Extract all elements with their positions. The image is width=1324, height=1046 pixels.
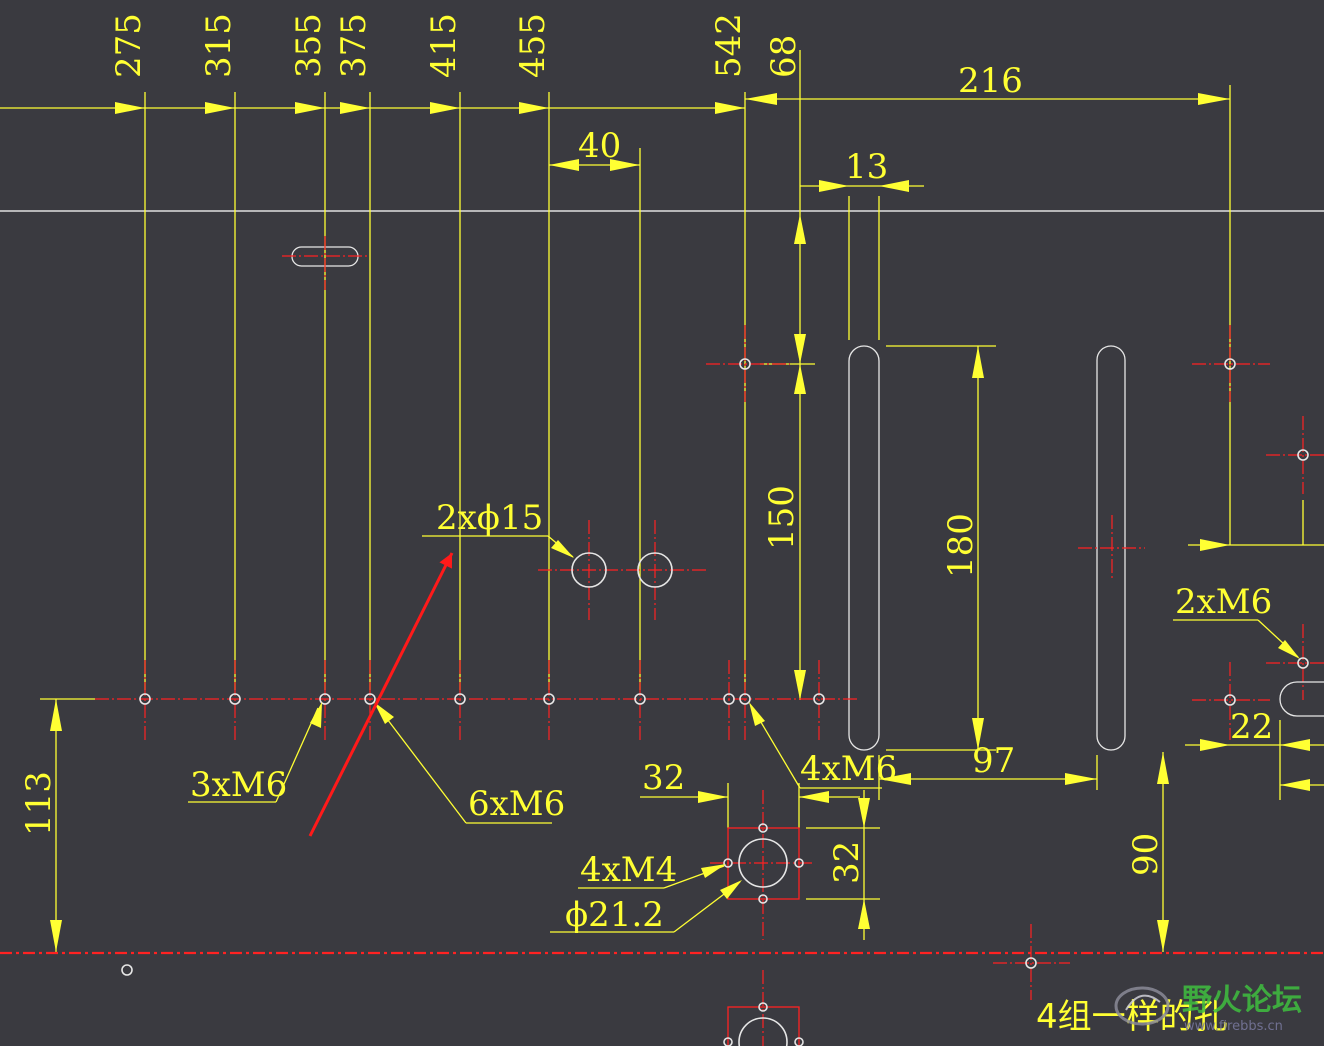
dim-32-vertical: 32 — [827, 841, 867, 884]
callout-4xm4-label: 4xM4 — [580, 850, 677, 890]
m6-hole-row — [139, 660, 825, 740]
right-mid-hole — [1266, 416, 1324, 494]
callout-4x-m4: 4xM4 — [578, 850, 726, 890]
dim-90-label: 90 — [1126, 833, 1166, 876]
callout-6xm6-label: 6xM6 — [468, 784, 565, 824]
dim-355: 355 — [289, 13, 329, 78]
dim-275: 275 — [109, 13, 149, 78]
dim-113: 113 — [19, 698, 95, 952]
dim-13: 13 — [800, 147, 924, 340]
dim-150: 150 — [760, 214, 815, 700]
slot-a: 180 — [848, 345, 996, 751]
callout-phi212-label: ϕ21.2 — [565, 895, 664, 935]
callout-4xm6-label: 4xM6 — [800, 749, 897, 789]
dim-22: 22 — [1185, 707, 1324, 800]
dim-216: 216 — [958, 61, 1023, 101]
dim-542: 542 — [709, 13, 749, 78]
upper-hole-542 — [706, 325, 790, 402]
callout-6x-m6: 6xM6 — [374, 702, 565, 824]
watermark-url: www.firebbs.cn — [1184, 1019, 1283, 1034]
dim-97-label: 97 — [972, 741, 1015, 781]
dim-315: 315 — [199, 13, 239, 78]
dim-32-horizontal: 32 — [642, 758, 685, 798]
phi15-holes — [538, 520, 706, 620]
callout-2x-phi15: 2xϕ15 — [422, 498, 574, 558]
right-lower-hole — [1192, 662, 1270, 740]
hole-bottom-right — [993, 924, 1070, 1000]
dim-97: 97 — [878, 741, 1098, 800]
dim-40-label: 40 — [578, 126, 621, 166]
watermark-logo: 野火论坛 www.firebbs.cn — [1114, 983, 1302, 1034]
dim-68: 68 — [764, 35, 804, 78]
note-same-holes: 4组一样的孔 — [1036, 997, 1228, 1037]
m4-square-group: 32 32 — [640, 758, 880, 940]
slot-b — [1078, 345, 1145, 751]
callout-2x-m6: 2xM6 — [1173, 582, 1300, 659]
dim-415: 415 — [424, 13, 464, 78]
callout-3xm6-label: 3xM6 — [190, 765, 287, 805]
dim-90: 90 — [1126, 752, 1169, 952]
right-m6-hole — [1266, 624, 1324, 700]
dim-13-label: 13 — [845, 147, 888, 187]
dim-22-label: 22 — [1230, 707, 1273, 747]
right-dim-line-545 — [1188, 500, 1324, 551]
dim-180-label: 180 — [941, 513, 981, 578]
dim-455: 455 — [513, 13, 553, 78]
m4-square-group-lower — [723, 970, 804, 1046]
dim-375: 375 — [334, 13, 374, 78]
dim-40: 40 — [549, 126, 641, 690]
dim-113-label: 113 — [19, 771, 59, 836]
top-dimension-chain: 275 315 355 375 415 455 542 — [0, 13, 749, 690]
small-slot — [282, 236, 368, 290]
red-annotation-arrow — [308, 552, 454, 837]
callout-phi21-2: ϕ21.2 — [550, 880, 742, 935]
callout-phi15-label: 2xϕ15 — [436, 498, 543, 538]
right-slot-partial — [1279, 681, 1324, 717]
dim-150-label: 150 — [762, 485, 802, 550]
dim-68-216: 68 216 — [745, 35, 1231, 700]
watermark-cn: 野火论坛 — [1182, 983, 1302, 1018]
small-hole-bottom-left — [121, 964, 133, 976]
callout-3x-m6: 3xM6 — [188, 702, 322, 805]
callout-4x-m6: 4xM6 — [749, 702, 897, 789]
callout-2xm6-label: 2xM6 — [1175, 582, 1272, 622]
right-upper-hole — [1192, 325, 1270, 402]
